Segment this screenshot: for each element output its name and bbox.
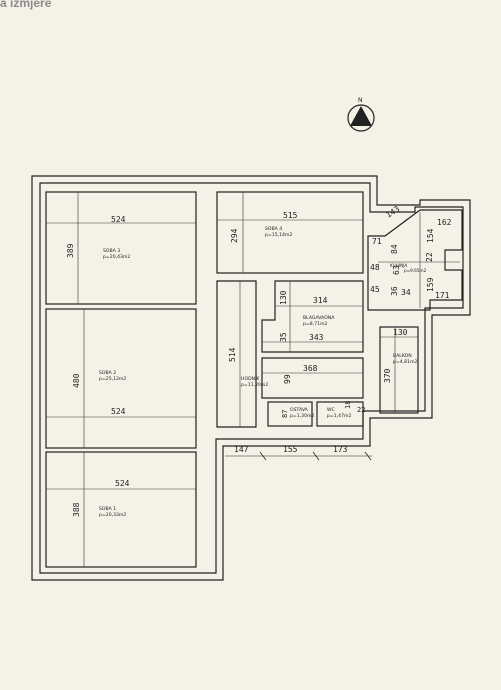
room-ostava: OSTAVA p=1,30m2 87 — [267, 401, 314, 427]
dim-wc-w: 22 — [357, 406, 365, 414]
dim-balkon-w: 130 — [393, 328, 408, 337]
header-text: a izmjere — [0, 0, 52, 10]
room-soba2: 524 480 SOBA 2 p=25,12m2 — [45, 308, 197, 449]
bdim-155: 155 — [283, 445, 298, 454]
room-soba4: 515 294 SOBA 4 p=15,14m2 — [216, 191, 364, 274]
bottom-dimension-line: 147 155 173 — [225, 445, 372, 461]
dim-soba4-w: 515 — [283, 211, 298, 220]
kdim-154: 154 — [426, 228, 435, 243]
room-kuhinja: KUHINJA p=9,65m2 143 162 71 84 154 22 63… — [367, 204, 463, 311]
room-name-balkon: BALKON — [393, 353, 412, 359]
room-area-soba1: p=20,33m2 — [99, 512, 126, 518]
outer-wall-inner — [39, 182, 464, 574]
room-area-blagavaona: p=8,71m2 — [303, 321, 327, 327]
dim-soba3-w: 524 — [111, 215, 126, 224]
kdim-48: 48 — [370, 263, 380, 272]
room-soba1: 524 388 SOBA 1 p=20,33m2 — [45, 451, 197, 568]
dim-blag-w: 314 — [313, 296, 328, 305]
room-area-hodnik: p=11,20m2 — [241, 382, 268, 388]
kdim-159: 159 — [426, 277, 435, 292]
dim-blag-w2: 343 — [309, 333, 324, 342]
room-soba3: 524 389 SOBA 3 p=20,43m2 — [45, 191, 197, 305]
kdim-84: 84 — [390, 244, 399, 254]
room-wc: WC p=1,47m2 18 22 — [316, 401, 365, 427]
outer-wall — [31, 175, 471, 581]
dim-soba1-h: 388 — [72, 502, 81, 517]
room-name-soba2: SOBA 2 — [99, 370, 116, 376]
dim-soba2-h: 480 — [72, 373, 81, 388]
kdim-162: 162 — [437, 218, 452, 227]
dim-hodnik-h2: 99 — [283, 374, 292, 384]
dim-blag-h: 130 — [279, 290, 288, 305]
room-area-ostava: p=1,30m2 — [290, 413, 314, 419]
room-name-hodnik: HODNIK — [241, 376, 260, 382]
dim-soba4-h: 294 — [230, 228, 239, 243]
kdim-63: 63 — [392, 265, 401, 275]
room-name-kuhinja: KUHINJA — [390, 263, 407, 268]
dim-balkon-h: 370 — [383, 368, 392, 383]
dim-hodnik-w: 368 — [303, 364, 318, 373]
north-arrow-icon: N — [347, 97, 375, 132]
kdim-71: 71 — [372, 237, 382, 246]
kdim-22: 22 — [425, 252, 434, 262]
room-area-kuhinja: p=9,65m2 — [404, 268, 427, 273]
dim-blag-h2: 35 — [279, 332, 288, 342]
kdim-143: 143 — [384, 204, 401, 219]
room-blagavaona: 314 130 343 35 BLAGAVAONA p=8,71m2 — [261, 280, 364, 353]
room-area-soba3: p=20,43m2 — [103, 254, 130, 260]
room-area-wc: p=1,47m2 — [327, 413, 351, 419]
kdim-34: 34 — [401, 288, 411, 297]
bdim-173: 173 — [333, 445, 348, 454]
room-area-soba4: p=15,14m2 — [265, 232, 292, 238]
room-area-balkon: p=4,81m2 — [393, 359, 417, 365]
bdim-147: 147 — [234, 445, 249, 454]
north-label: N — [358, 97, 363, 104]
room-name-wc: WC — [327, 407, 335, 413]
kdim-36: 36 — [390, 286, 399, 296]
room-name-blagavaona: BLAGAVAONA — [303, 315, 335, 321]
room-name-soba1: SOBA 1 — [99, 506, 116, 512]
room-hodnik: 514 HODNIK p=11,20m2 368 99 — [216, 280, 364, 428]
room-balkon: 130 370 BALKON p=4,81m2 — [379, 326, 419, 414]
dim-hodnik-h: 514 — [228, 347, 237, 362]
dim-wc-h: 18 — [344, 401, 352, 409]
dim-soba3-h: 389 — [66, 243, 75, 258]
room-name-soba3: SOBA 3 — [103, 248, 120, 254]
room-area-soba2: p=25,12m2 — [99, 376, 126, 382]
room-name-soba4: SOBA 4 — [265, 226, 282, 232]
dim-soba2-w: 524 — [111, 407, 126, 416]
dim-ostava-h: 87 — [281, 410, 289, 418]
kdim-45: 45 — [370, 285, 380, 294]
dim-soba1-w: 524 — [115, 479, 130, 488]
room-name-ostava: OSTAVA — [290, 407, 309, 413]
kdim-171: 171 — [435, 291, 450, 300]
